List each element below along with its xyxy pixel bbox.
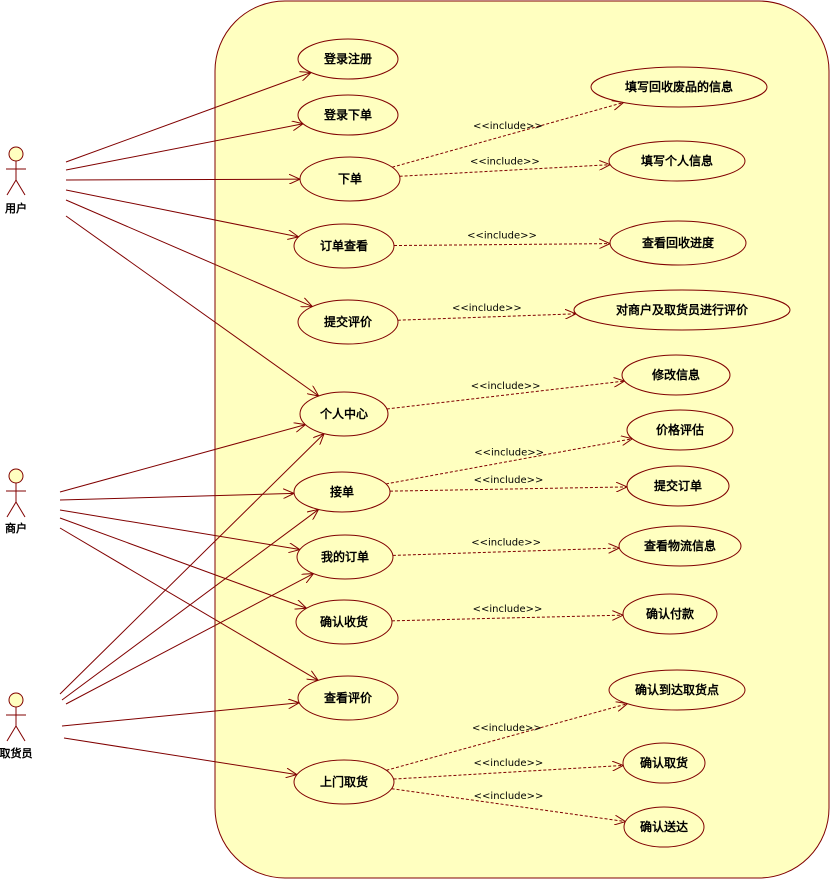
use-case-label: 填写回收废品的信息	[625, 79, 733, 94]
use-case-pickup: 上门取货	[293, 759, 395, 805]
use-case-label: 价格评估	[656, 422, 704, 437]
use-case-accept-order: 接单	[293, 471, 391, 513]
include-accept-order-price-eval	[385, 439, 632, 485]
include-pickup-confirm-arrival	[386, 704, 627, 771]
use-case-modify-info: 修改信息	[621, 354, 731, 396]
include-pickup-confirm-delivery	[391, 788, 626, 822]
use-case-label: 填写个人信息	[641, 153, 713, 168]
use-case-view-logistics: 查看物流信息	[618, 525, 742, 567]
stick-figure-icon	[6, 468, 26, 518]
include-label: <<include>>	[473, 604, 543, 615]
use-case-login-order: 登录下单	[297, 94, 399, 136]
use-case-price-eval: 价格评估	[626, 409, 734, 451]
association-merchant-view-reviews	[59, 527, 318, 680]
use-case-label: 个人中心	[319, 406, 368, 421]
use-case-label: 我的订单	[321, 549, 369, 564]
use-case-label: 登录注册	[323, 51, 372, 66]
use-case-label: 查看评价	[323, 690, 373, 705]
include-label: <<include>>	[474, 758, 544, 769]
actor-user: 用户	[5, 146, 27, 215]
use-case-confirm-delivery: 确认送达	[623, 806, 705, 848]
association-merchant-my-orders	[59, 509, 300, 550]
association-merchant-confirm-receipt	[59, 517, 306, 608]
include-label: <<include>>	[452, 303, 522, 314]
association-collector-personal-center	[59, 434, 324, 695]
use-case-order-view: 订单查看	[293, 223, 395, 269]
use-case-label: 确认送达	[640, 819, 688, 834]
association-collector-pickup	[63, 737, 297, 775]
association-user-login	[65, 72, 311, 163]
include-place-order-fill-waste-info	[392, 103, 623, 168]
use-case-label: 下单	[338, 171, 362, 186]
association-merchant-accept-order	[59, 493, 294, 501]
actor-merchant: 商户	[5, 468, 27, 535]
use-case-view-progress: 查看回收进度	[609, 220, 747, 266]
actor-label: 商户	[5, 521, 27, 535]
include-pickup-confirm-pickup	[393, 765, 624, 780]
use-case-label: 查看物流信息	[643, 538, 716, 553]
use-case-personal-center: 个人中心	[299, 391, 389, 437]
include-label: <<include>>	[467, 231, 537, 242]
include-place-order-fill-personal-info	[399, 165, 611, 177]
stick-figure-icon	[6, 146, 26, 196]
include-order-view-view-progress	[393, 244, 610, 246]
use-case-label: 订单查看	[320, 238, 368, 253]
use-case-confirm-arrival: 确认到达取货点	[608, 669, 746, 711]
use-case-label: 确认取货	[640, 755, 688, 770]
actor-label: 用户	[5, 201, 27, 215]
include-label: <<include>>	[472, 723, 542, 734]
use-case-label: 对商户及取货员进行评价	[616, 302, 749, 317]
association-collector-accept-order	[61, 509, 319, 701]
include-label: <<include>>	[474, 475, 544, 486]
include-label: <<include>>	[471, 381, 541, 392]
include-label: <<include>>	[470, 156, 540, 167]
use-case-submit-review: 提交评价	[297, 299, 399, 345]
include-accept-order-submit-order	[389, 487, 627, 491]
use-case-confirm-payment: 确认付款	[622, 593, 718, 635]
use-case-my-orders: 我的订单	[296, 534, 394, 580]
association-collector-my-orders	[65, 574, 313, 705]
use-case-submit-order: 提交订单	[626, 465, 730, 507]
use-case-rate-merchant: 对商户及取货员进行评价	[573, 289, 791, 331]
use-case-fill-waste-info: 填写回收废品的信息	[590, 66, 768, 108]
use-case-login: 登录注册	[297, 38, 399, 80]
include-my-orders-view-logistics	[392, 548, 619, 556]
association-user-login-order	[65, 124, 303, 171]
actor-collector: 取货员	[0, 692, 33, 760]
use-case-label: 接单	[330, 484, 354, 499]
association-user-order-view	[65, 189, 299, 237]
use-case-confirm-receipt: 确认收货	[295, 599, 393, 645]
use-case-label: 提交评价	[324, 314, 373, 329]
use-case-label: 登录下单	[323, 107, 372, 122]
use-case-label: 上门取货	[320, 774, 368, 789]
association-collector-view-reviews	[61, 703, 299, 727]
stick-figure-icon	[6, 692, 26, 742]
include-label: <<include>>	[474, 447, 544, 458]
association-merchant-personal-center	[59, 425, 305, 493]
use-case-label: 查看回收进度	[641, 235, 715, 250]
association-user-personal-center	[65, 215, 319, 396]
association-user-submit-review	[65, 199, 312, 307]
use-case-label: 提交订单	[654, 478, 702, 493]
include-label: <<include>>	[471, 538, 541, 549]
system-boundary	[214, 0, 830, 879]
include-confirm-receipt-confirm-payment	[391, 615, 623, 622]
actor-label: 取货员	[0, 746, 33, 760]
use-case-view-reviews: 查看评价	[297, 675, 399, 721]
use-case-confirm-pickup: 确认取货	[622, 742, 706, 784]
use-case-place-order: 下单	[299, 156, 401, 202]
use-case-label: 确认收货	[320, 614, 368, 629]
include-label: <<include>>	[474, 791, 544, 802]
use-case-label: 确认付款	[646, 606, 695, 621]
use-case-fill-personal-info: 填写个人信息	[608, 140, 746, 182]
include-label: <<include>>	[473, 121, 543, 132]
use-case-label: 确认到达取货点	[635, 682, 719, 697]
use-case-label: 修改信息	[651, 367, 700, 382]
association-user-place-order	[65, 179, 300, 180]
